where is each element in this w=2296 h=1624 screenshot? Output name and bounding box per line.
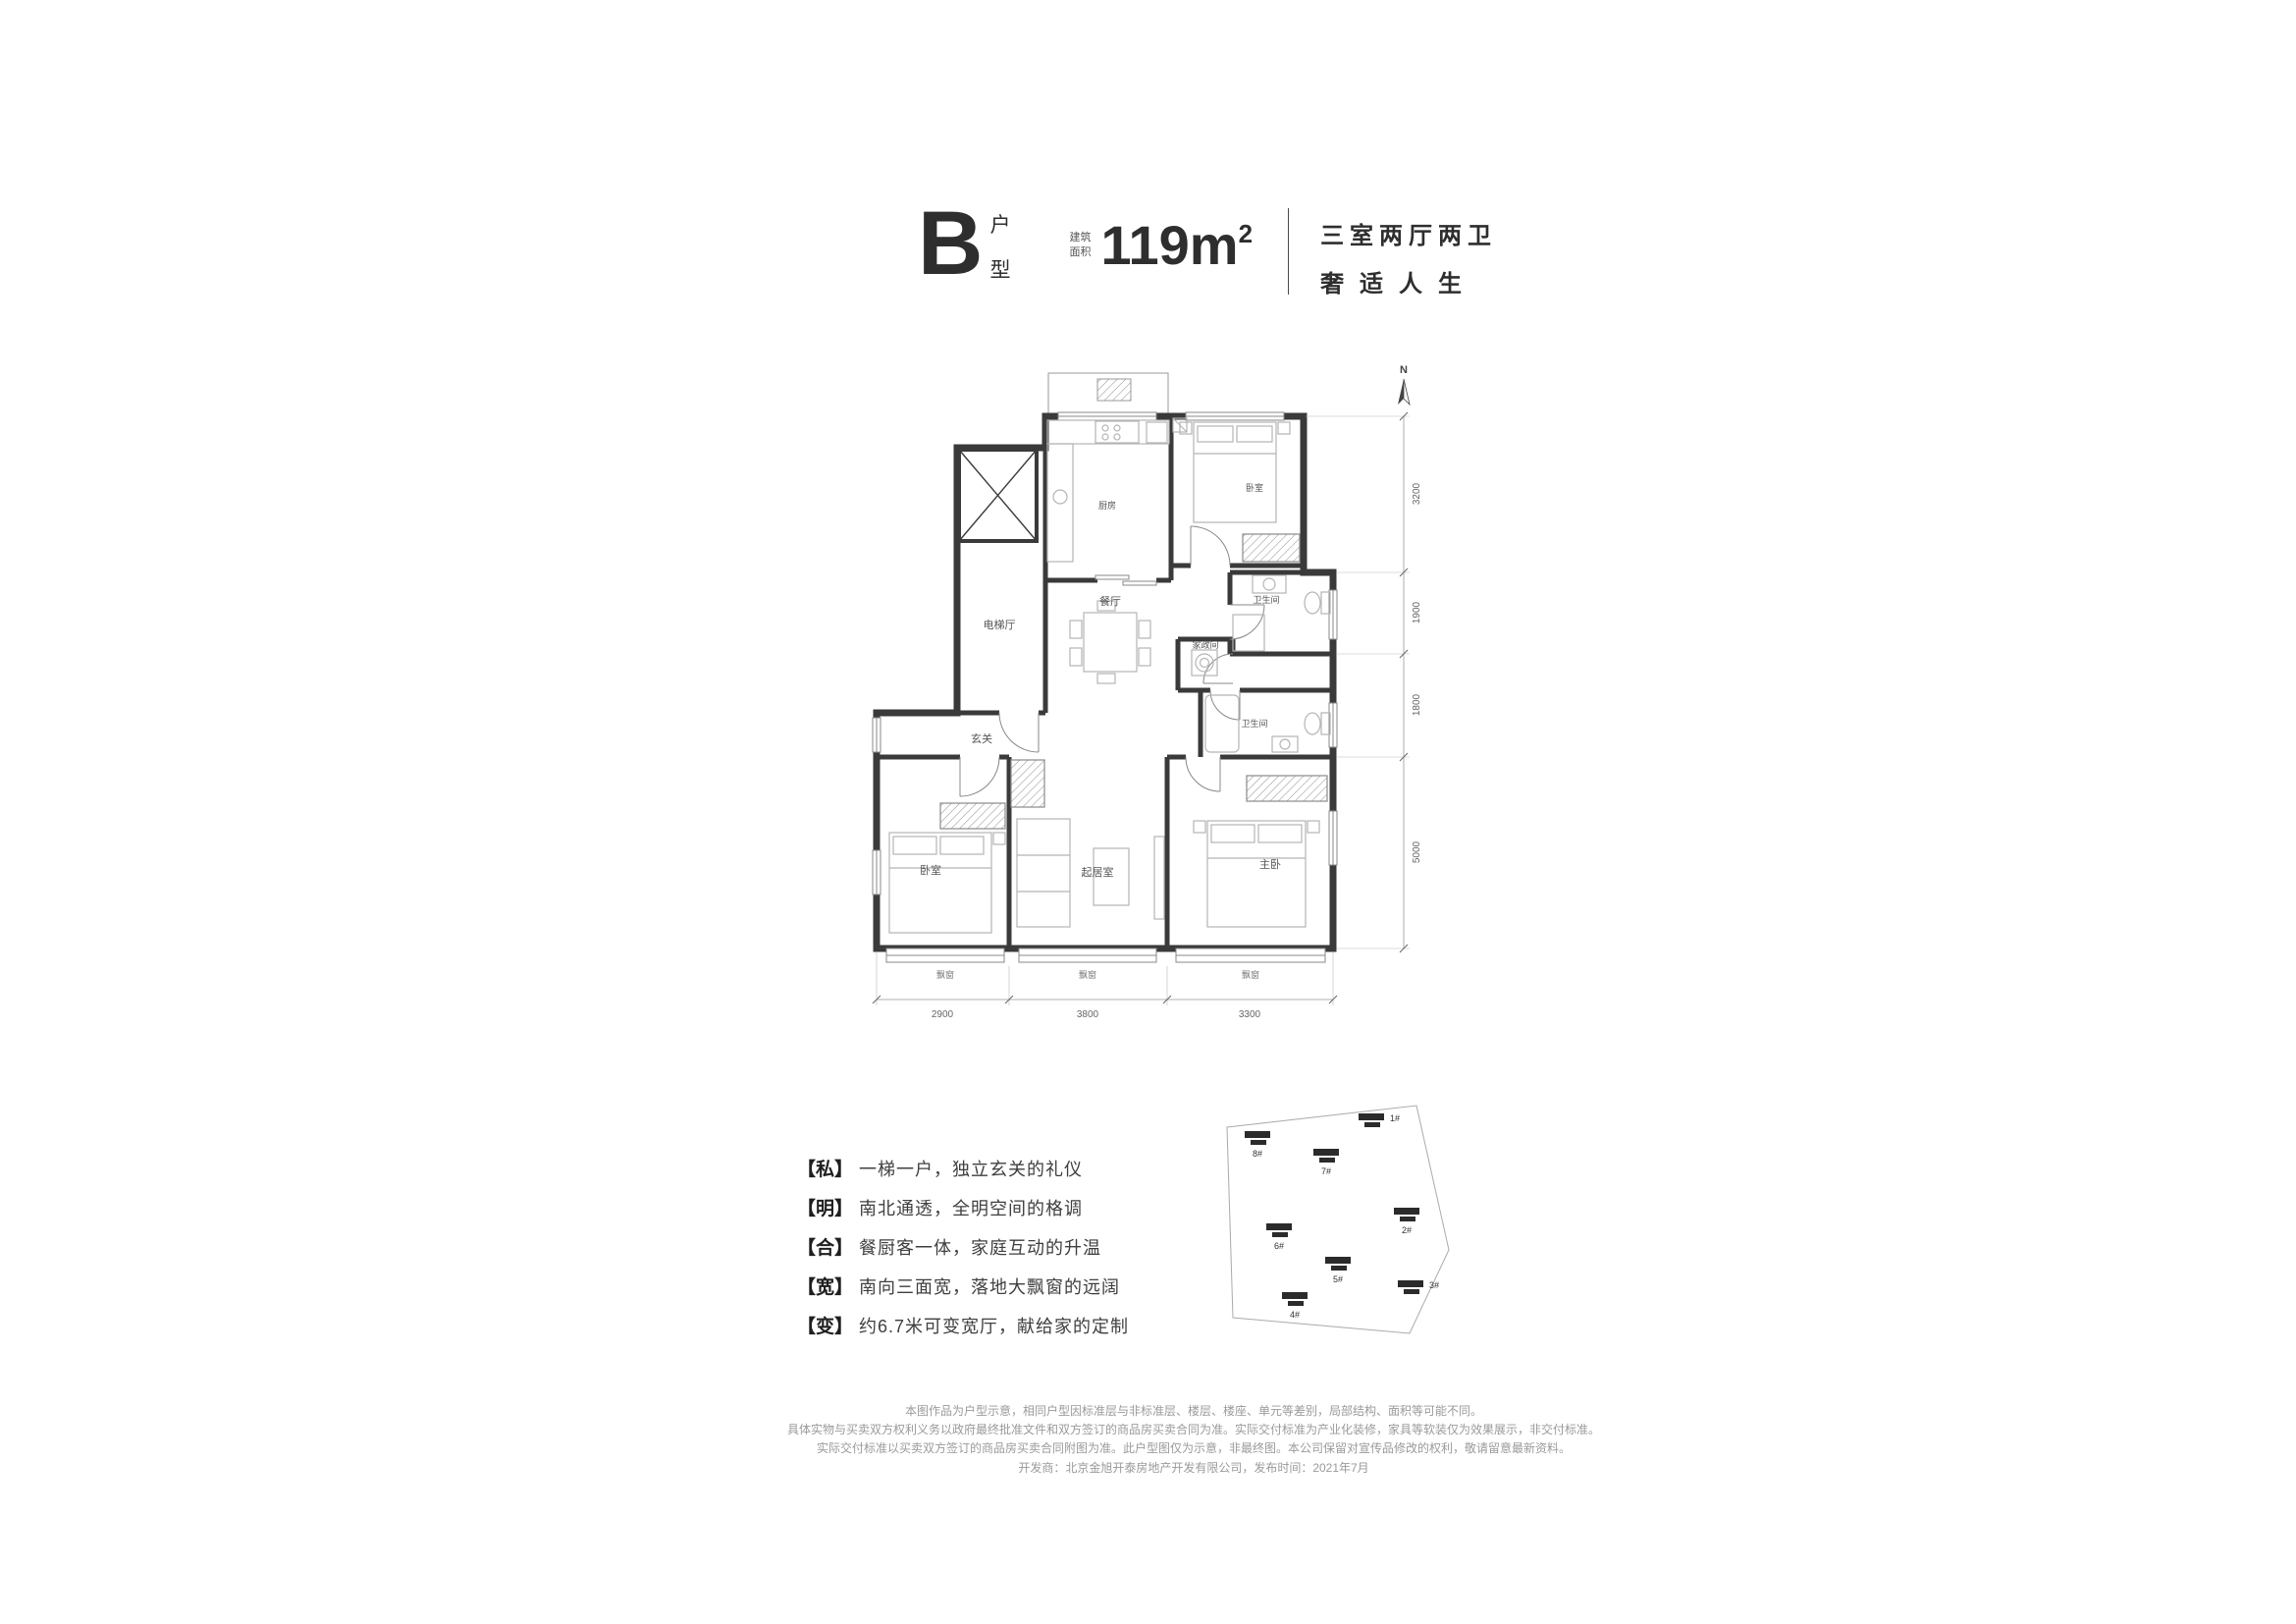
dim-3200: 3200 bbox=[1412, 482, 1422, 505]
label-bay1: 飘窗 bbox=[936, 969, 954, 980]
disclaimer-line-3: 实际交付标准以买卖双方签订的商品房买卖合同附图为准。此户型图仅为示意，非最终图。… bbox=[816, 1441, 1571, 1456]
header-right: 三室两厅两卫 奢适人生 bbox=[1320, 216, 1497, 298]
dim-2900: 2900 bbox=[932, 1009, 954, 1020]
dim-1900: 1900 bbox=[1412, 601, 1422, 623]
point-tag: 【变】 bbox=[797, 1317, 854, 1337]
selling-point-row: 【明】 南北通透，全明空间的格调 bbox=[797, 1194, 1129, 1233]
svg-text:2#: 2# bbox=[1402, 1225, 1412, 1235]
site-plan: 8# 7# 1# 6# 2# 5# 4# 3# bbox=[1215, 1098, 1461, 1348]
dimensions-bottom: 2900 3800 3300 bbox=[872, 952, 1338, 1020]
site-plan-svg: 8# 7# 1# 6# 2# 5# 4# 3# bbox=[1226, 1105, 1450, 1334]
dim-3300: 3300 bbox=[1239, 1009, 1261, 1020]
area-label: 建筑面积 bbox=[1069, 232, 1092, 258]
doors bbox=[959, 525, 1265, 797]
label-dining: 餐厅 bbox=[1099, 594, 1121, 608]
rooms-summary: 三室两厅两卫 bbox=[1320, 223, 1498, 249]
point-tag: 【合】 bbox=[797, 1238, 854, 1259]
slogan: 奢适人生 bbox=[1320, 271, 1478, 298]
point-text: 南北通透，全明空间的格调 bbox=[859, 1199, 1084, 1218]
svg-text:6#: 6# bbox=[1274, 1241, 1284, 1251]
header-divider bbox=[1288, 208, 1290, 295]
label-living: 起居室 bbox=[1082, 865, 1114, 879]
svg-text:4#: 4# bbox=[1290, 1310, 1300, 1320]
point-tag: 【宽】 bbox=[797, 1277, 854, 1298]
north-arrow: N bbox=[1398, 364, 1411, 406]
plan-header: B 户 型 建筑面积 119m2 三室两厅两卫 奢适人生 bbox=[918, 193, 1497, 298]
windows bbox=[872, 411, 1338, 895]
selling-point-row: 【宽】 南向三面宽，落地大飘窗的远阔 bbox=[797, 1272, 1129, 1312]
floor-plan: 厨房 卧室 卫生间 家政间 卫生间 电梯厅 餐厅 玄关 卧室 起居室 主卧 飘窗… bbox=[862, 359, 1451, 1047]
selling-point-row: 【私】 一梯一户，独立玄关的礼仪 bbox=[797, 1155, 1129, 1194]
site-boundary bbox=[1226, 1105, 1450, 1334]
point-text: 南向三面宽，落地大飘窗的远阔 bbox=[859, 1277, 1121, 1297]
point-tag: 【私】 bbox=[797, 1160, 854, 1180]
unit-type-char-2: 型 bbox=[989, 259, 1011, 282]
point-tag: 【明】 bbox=[797, 1199, 854, 1219]
elevator-shaft bbox=[957, 448, 1039, 543]
bay-windows bbox=[885, 947, 1326, 963]
label-elevator-hall: 电梯厅 bbox=[984, 619, 1016, 631]
dim-3800: 3800 bbox=[1077, 1009, 1099, 1020]
selling-points: 【私】 一梯一户，独立玄关的礼仪 【明】 南北通透，全明空间的格调 【合】 餐厨… bbox=[797, 1155, 1129, 1351]
selling-point-row: 【合】 餐厨客一体，家庭互动的升温 bbox=[797, 1233, 1129, 1272]
label-bath2: 卫生间 bbox=[1241, 718, 1267, 729]
site-building-8: 8# bbox=[1245, 1131, 1270, 1159]
unit-type-char-1: 户 bbox=[989, 214, 1011, 237]
site-building-6: 6# bbox=[1266, 1223, 1292, 1251]
area-block: 建筑面积 119m2 bbox=[1069, 218, 1253, 273]
point-text: 一梯一户，独立玄关的礼仪 bbox=[859, 1160, 1084, 1179]
floor-plan-svg: 厨房 卧室 卫生间 家政间 卫生间 电梯厅 餐厅 玄关 卧室 起居室 主卧 飘窗… bbox=[872, 364, 1422, 1020]
dim-5000: 5000 bbox=[1412, 840, 1422, 863]
site-building-7: 7# bbox=[1313, 1149, 1339, 1176]
top-balcony bbox=[1047, 372, 1169, 417]
disclaimer-line-4: 开发商：北京金旭开泰房地产开发有限公司，发布时间：2021年7月 bbox=[1018, 1460, 1369, 1475]
furniture bbox=[888, 417, 1331, 934]
disclaimer-line-2: 具体实物与买卖双方权利义务以政府最终批准文件和双方签订的商品房买卖合同为准。实际… bbox=[786, 1423, 1600, 1437]
label-bay3: 飘窗 bbox=[1242, 969, 1259, 980]
svg-text:5#: 5# bbox=[1333, 1274, 1343, 1284]
unit-type-letter: B bbox=[918, 193, 984, 294]
site-building-3: 3# bbox=[1398, 1280, 1439, 1294]
site-building-4: 4# bbox=[1282, 1292, 1308, 1320]
selling-point-row: 【变】 约6.7米可变宽厅，献给家的定制 bbox=[797, 1312, 1129, 1351]
label-bath1: 卫生间 bbox=[1253, 594, 1279, 605]
site-building-5: 5# bbox=[1325, 1257, 1351, 1284]
svg-text:1#: 1# bbox=[1390, 1113, 1400, 1123]
label-bedroom-left: 卧室 bbox=[920, 863, 941, 877]
dimensions-right: 3200 1900 1800 5000 bbox=[1306, 411, 1422, 953]
label-bay2: 飘窗 bbox=[1079, 969, 1096, 980]
label-foyer: 玄关 bbox=[971, 731, 992, 745]
svg-text:7#: 7# bbox=[1321, 1166, 1331, 1176]
site-building-2: 2# bbox=[1394, 1208, 1419, 1235]
label-master: 主卧 bbox=[1259, 858, 1281, 871]
point-text: 约6.7米可变宽厅，献给家的定制 bbox=[859, 1317, 1130, 1336]
unit-type-label: 户 型 bbox=[989, 209, 1010, 284]
svg-text:3#: 3# bbox=[1429, 1280, 1439, 1290]
dim-1800: 1800 bbox=[1412, 693, 1422, 716]
site-building-1: 1# bbox=[1359, 1113, 1400, 1127]
disclaimer-line-1: 本图作品为户型示意，相同户型因标准层与非标准层、楼层、楼座、单元等差别，局部结构… bbox=[904, 1404, 1482, 1418]
disclaimer: 本图作品为户型示意，相同户型因标准层与非标准层、楼层、楼座、单元等差别，局部结构… bbox=[556, 1402, 1832, 1478]
svg-text:8#: 8# bbox=[1253, 1149, 1262, 1159]
label-kitchen: 厨房 bbox=[1098, 500, 1116, 511]
area-superscript: 2 bbox=[1238, 219, 1254, 248]
point-text: 餐厨客一体，家庭互动的升温 bbox=[859, 1238, 1102, 1258]
area-value: 119m2 bbox=[1100, 214, 1254, 276]
interior-walls bbox=[877, 416, 1333, 948]
label-bedroom-top: 卧室 bbox=[1246, 482, 1263, 493]
label-laundry: 家政间 bbox=[1192, 639, 1218, 650]
svg-text:N: N bbox=[1400, 364, 1408, 376]
